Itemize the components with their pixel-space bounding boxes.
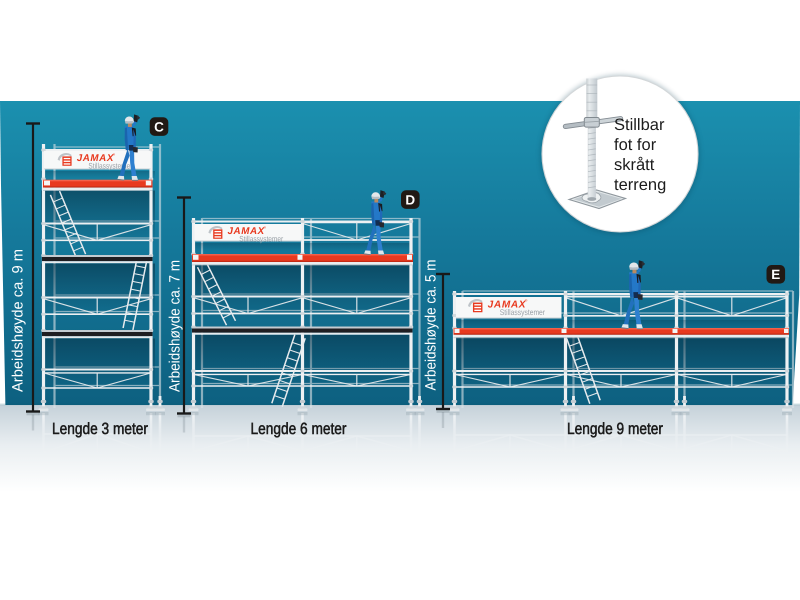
svg-text:Stillassystemer: Stillassystemer [500,308,546,317]
svg-text:®: ® [113,153,116,157]
svg-text:D: D [405,192,415,207]
svg-text:skrått: skrått [614,156,655,174]
svg-text:C: C [154,119,164,134]
svg-text:®: ® [264,226,267,230]
svg-text:Lengde 6 meter: Lengde 6 meter [251,420,348,438]
svg-text:Stillassystemer: Stillassystemer [88,161,132,170]
svg-text:Arbeidshøyde ca. 5 m: Arbeidshøyde ca. 5 m [423,260,440,391]
svg-text:fot for: fot for [614,136,657,154]
svg-text:terreng: terreng [614,176,666,194]
svg-text:Lengde 9 meter: Lengde 9 meter [567,420,664,438]
svg-text:E: E [771,267,780,282]
svg-text:Arbeidshøyde ca. 9 m: Arbeidshøyde ca. 9 m [10,249,27,392]
svg-text:JAMAX: JAMAX [77,153,115,164]
svg-text:JAMAX: JAMAX [488,299,527,310]
svg-text:JAMAX: JAMAX [228,226,266,237]
svg-text:Lengde 3 meter: Lengde 3 meter [52,420,149,438]
svg-text:Stillbar: Stillbar [614,116,665,134]
svg-text:Stillassystemer: Stillassystemer [239,234,283,243]
svg-text:Arbeidshøyde ca. 7 m: Arbeidshøyde ca. 7 m [167,260,184,392]
svg-text:®: ® [525,299,528,303]
